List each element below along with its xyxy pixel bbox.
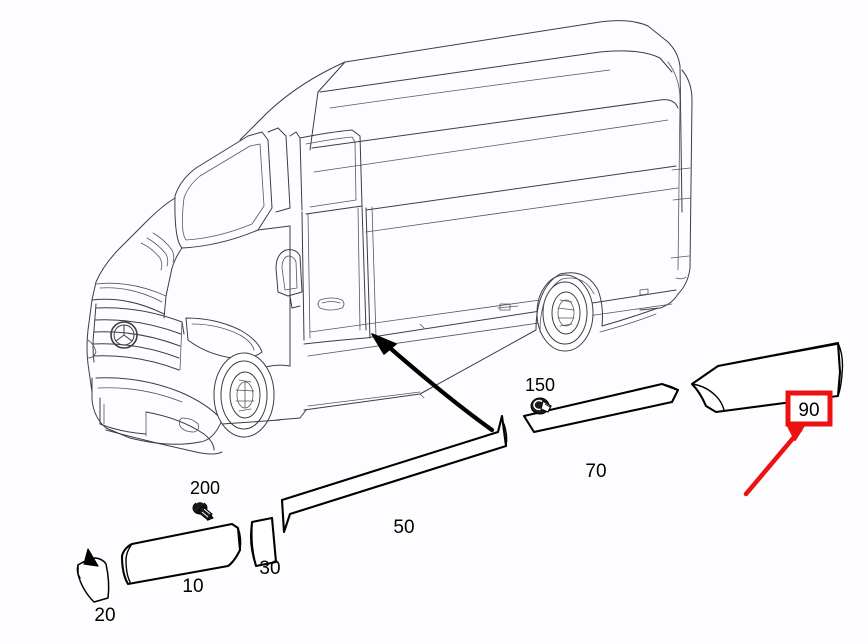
part-label-20: 20 — [94, 605, 115, 626]
part-label-30: 30 — [259, 558, 280, 579]
part-50-shape — [280, 414, 508, 534]
part-20-shape — [76, 548, 110, 603]
part-90-highlight: 90 — [743, 390, 833, 497]
part-70-shape — [522, 382, 680, 434]
assembly-pointer-arrow — [371, 333, 495, 433]
part-200-screw — [192, 500, 214, 522]
part-90-highlight-box — [785, 390, 833, 427]
part-label-70: 70 — [585, 461, 606, 482]
part-label-150: 150 — [525, 375, 555, 395]
rear-wheel — [536, 274, 594, 352]
part-150-clip — [530, 397, 552, 415]
mercedes-star-emblem — [110, 321, 138, 349]
part-label-10: 10 — [182, 576, 203, 597]
part-label-50: 50 — [393, 517, 414, 538]
part-30-shape — [249, 516, 278, 568]
front-wheel — [213, 352, 275, 438]
part-10-shape — [120, 522, 242, 586]
vehicle-sprinter-van — [86, 20, 693, 455]
part-label-200: 200 — [190, 478, 220, 498]
part-label-90: 90 — [798, 400, 819, 421]
